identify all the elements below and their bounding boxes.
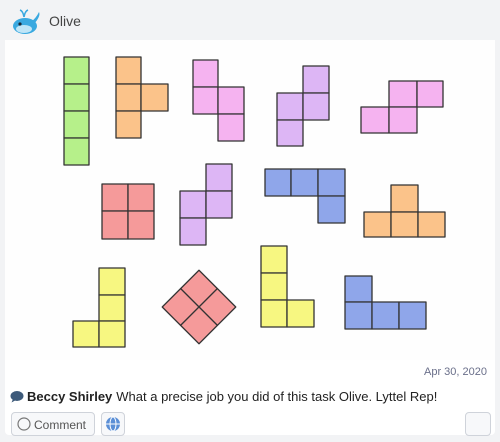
tetromino-yellow-l <box>260 245 315 328</box>
comment-icon <box>17 417 31 431</box>
tetromino-pink-s-flat <box>360 80 444 134</box>
tetromino-red-o <box>101 183 155 240</box>
post-actions: Comment <box>11 412 491 442</box>
post-header: Olive <box>0 0 500 42</box>
comment-button[interactable]: Comment <box>11 412 95 436</box>
tetromino-purple-s <box>179 163 233 246</box>
tetromino-green-i <box>63 56 90 166</box>
tetromino-orange-t-flat <box>363 184 446 238</box>
tetromino-artwork <box>63 56 446 348</box>
tetromino-purple-z <box>276 65 330 147</box>
post-date: Apr 30, 2020 <box>424 366 487 378</box>
comment-button-label: Comment <box>34 418 87 432</box>
tetromino-yellow-j <box>72 267 126 348</box>
artwork-image[interactable] <box>5 40 495 360</box>
whale-icon[interactable] <box>10 6 42 38</box>
username[interactable]: Olive <box>49 13 81 29</box>
tetromino-blue-l <box>264 168 346 224</box>
speech-bubble-icon <box>10 391 24 403</box>
more-options-button[interactable] <box>465 412 491 436</box>
globe-button[interactable] <box>101 412 125 436</box>
tetromino-pink-s <box>192 59 245 142</box>
tetromino-red-o-rotated <box>161 269 237 345</box>
tetromino-blue-j <box>344 275 427 330</box>
comment-text: What a precise job you did of this task … <box>116 389 438 404</box>
comment-author[interactable]: Beccy Shirley <box>27 389 113 404</box>
globe-icon <box>106 416 120 432</box>
tetromino-orange-t <box>115 56 169 139</box>
